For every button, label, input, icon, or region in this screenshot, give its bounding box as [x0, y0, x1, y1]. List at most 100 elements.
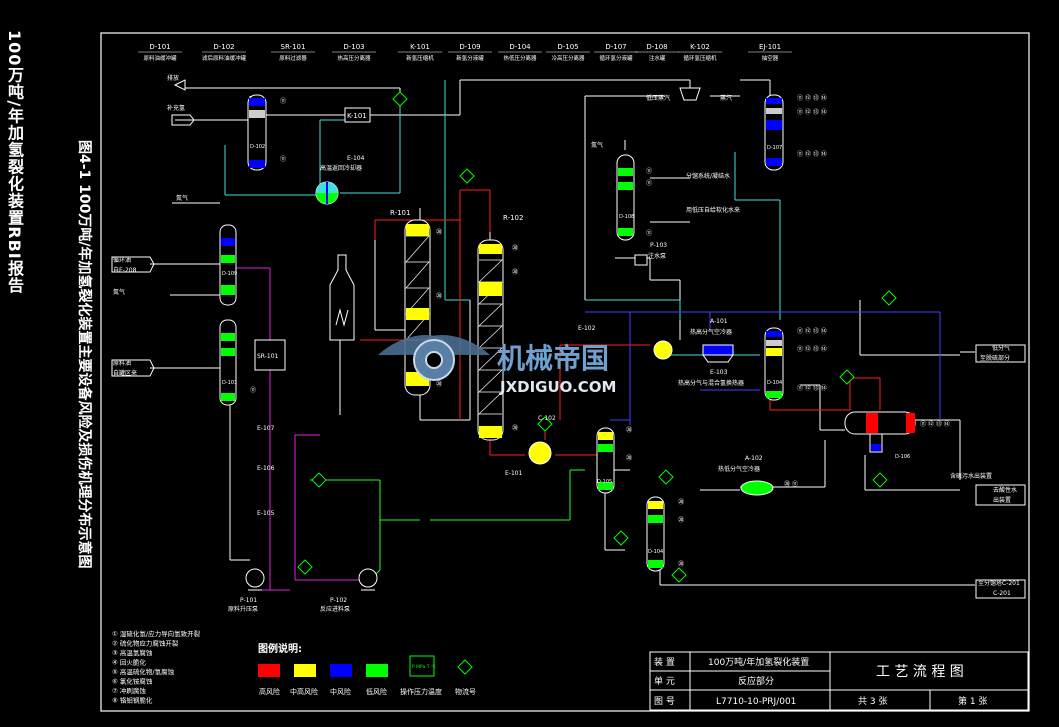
pump-p101 — [245, 568, 265, 591]
svg-text:E-105: E-105 — [257, 510, 275, 517]
vessel-d106: D-106 — [844, 411, 916, 460]
svg-text:D-102: D-102 — [250, 144, 265, 150]
svg-text:用低压自给软化水来: 用低压自给软化水来 — [686, 206, 740, 214]
damage-note: ⑥ 氯化铵腐蚀 — [112, 677, 153, 686]
drawing-frame — [100, 32, 1030, 712]
equipment-labels: 排放 补充氢 氮气 氮气 氮气 E-104 高温返回冷却器 E-107 E-10… — [113, 74, 1020, 613]
legend-label: 低风险 — [366, 687, 387, 696]
svg-text:E-104: E-104 — [347, 155, 365, 162]
svg-text:C-201: C-201 — [993, 590, 1011, 597]
svg-text:热高分气与混合氢换热器: 热高分气与混合氢换热器 — [678, 379, 744, 387]
svg-text:D-104: D-104 — [648, 549, 663, 555]
svg-text:氮气: 氮气 — [113, 288, 125, 296]
pump-p103 — [634, 254, 648, 266]
svg-text:原料油: 原料油 — [113, 359, 131, 367]
svg-text:分馏系统/凝结水: 分馏系统/凝结水 — [686, 172, 730, 180]
equipment-tag: D-102 — [213, 43, 234, 51]
svg-text:注水泵: 注水泵 — [648, 252, 666, 260]
equipment-tag: K-101 — [410, 43, 430, 51]
equipment-tag: D-108 — [646, 43, 667, 51]
svg-text:热低分气空冷器: 热低分气空冷器 — [718, 465, 760, 473]
svg-text:至脱硫部分: 至脱硫部分 — [980, 354, 1010, 362]
svg-text:⑪: ⑪ — [646, 179, 652, 187]
svg-text:⑳: ⑳ — [626, 454, 632, 462]
svg-text:R-101: R-101 — [390, 209, 410, 217]
svg-text:⑳: ⑳ — [512, 424, 518, 432]
svg-text:⑳: ⑳ — [436, 380, 442, 388]
vessel-d107: D-107 — [764, 94, 784, 171]
svg-text:⑪ ⑫ ⑬ ⑭: ⑪ ⑫ ⑬ ⑭ — [920, 420, 950, 428]
title-r1c2: 100万吨/年加氢裂化装置 — [708, 656, 809, 668]
legend-pressure-text: P MPa T ℃ — [412, 664, 436, 670]
legend-title: 图例说明: — [258, 642, 302, 655]
svg-text:⑪ ⑫ ⑬ ⑭: ⑪ ⑫ ⑬ ⑭ — [797, 327, 827, 335]
side-title-left: 100万吨/年加氢裂化装置RBI报告 — [5, 30, 24, 294]
exchanger-e101 — [528, 441, 552, 465]
svg-text:至分馏塔C-201: 至分馏塔C-201 — [978, 579, 1020, 587]
damage-note: ② 硫化物应力腐蚀开裂 — [112, 639, 179, 648]
svg-text:P-101: P-101 — [240, 597, 257, 604]
title-r1c1: 装 置 — [654, 656, 675, 668]
sheet-no: 第 1 张 — [958, 695, 987, 707]
svg-text:反应进料泵: 反应进料泵 — [320, 605, 350, 613]
equipment-name: 抽空器 — [762, 54, 779, 62]
legend-label: 操作压力温度 — [400, 687, 442, 696]
svg-text:E-107: E-107 — [257, 425, 275, 432]
equipment-name: 原料油缓冲罐 — [143, 54, 177, 62]
legend-swatch-low — [366, 664, 388, 677]
svg-text:⑳: ⑳ — [436, 228, 442, 236]
svg-text:⑪: ⑪ — [646, 167, 652, 175]
furnace — [329, 254, 355, 341]
legend-label: 物流号 — [455, 687, 476, 696]
svg-text:⑳: ⑳ — [678, 560, 684, 568]
legend-label: 中高风险 — [290, 687, 318, 696]
title-r2c2: 反应部分 — [738, 675, 774, 687]
svg-text:R-102: R-102 — [503, 214, 523, 222]
equipment-name: 热高压分离器 — [337, 54, 371, 62]
title-block — [649, 651, 1029, 711]
svg-text:A-102: A-102 — [745, 455, 763, 462]
equipment-name: 滤后原料油缓冲罐 — [202, 54, 247, 62]
equipment-tag: D-104 — [509, 43, 531, 51]
equipment-tag: D-107 — [605, 43, 626, 51]
sheets-total: 共 3 张 — [858, 696, 887, 707]
top-equipment-header: D-101原料油缓冲罐D-102滤后原料油缓冲罐SR-101原料过滤器D-103… — [138, 43, 792, 62]
equipment-tag: D-109 — [459, 43, 480, 51]
svg-text:蒸汽: 蒸汽 — [720, 94, 732, 102]
svg-text:A-101: A-101 — [710, 318, 728, 325]
svg-text:E-101: E-101 — [505, 470, 523, 477]
svg-text:D-105: D-105 — [597, 479, 612, 485]
reactor-r102: R-102 — [477, 214, 523, 441]
svg-text:含硫污水出装置: 含硫污水出装置 — [950, 472, 992, 480]
equipment-tag: EJ-101 — [759, 43, 781, 51]
svg-text:高温返回冷却器: 高温返回冷却器 — [320, 164, 362, 172]
equipment-tag: SR-101 — [281, 43, 306, 51]
title-r2c1: 单 元 — [654, 675, 675, 687]
svg-text:E-102: E-102 — [578, 325, 596, 332]
svg-text:D-104: D-104 — [767, 380, 782, 386]
legend-pressure-box — [409, 655, 435, 677]
svg-text:⑪: ⑪ — [250, 386, 256, 394]
svg-text:⑳: ⑳ — [626, 426, 632, 434]
vessel-d104: D-104 — [646, 496, 665, 572]
vessel-d108: D-108 — [616, 154, 635, 241]
svg-text:⑪: ⑪ — [280, 155, 286, 163]
svg-text:D-109: D-109 — [222, 271, 237, 277]
svg-text:K-101: K-101 — [347, 112, 367, 120]
equipment-name: 热低压分离器 — [503, 54, 537, 62]
svg-text:出装置: 出装置 — [993, 496, 1011, 504]
process-lines — [150, 79, 961, 591]
exchanger-e102 — [653, 340, 673, 360]
pump-p102 — [358, 568, 378, 591]
legend-swatch-mid — [330, 664, 352, 677]
svg-text:D-108: D-108 — [619, 214, 634, 220]
svg-text:P-102: P-102 — [330, 597, 347, 604]
vessel-d105: D-105 — [596, 427, 615, 494]
svg-text:低压蒸汽: 低压蒸汽 — [646, 94, 670, 102]
svg-text:⑳: ⑳ — [436, 292, 442, 300]
svg-text:⑳ ⑪: ⑳ ⑪ — [784, 480, 798, 488]
legend-swatch-mid-high — [294, 664, 316, 677]
watermark-logo: 机械帝国 JXDIGUO.COM — [378, 335, 616, 396]
title-r3c1: 图 号 — [654, 696, 675, 707]
